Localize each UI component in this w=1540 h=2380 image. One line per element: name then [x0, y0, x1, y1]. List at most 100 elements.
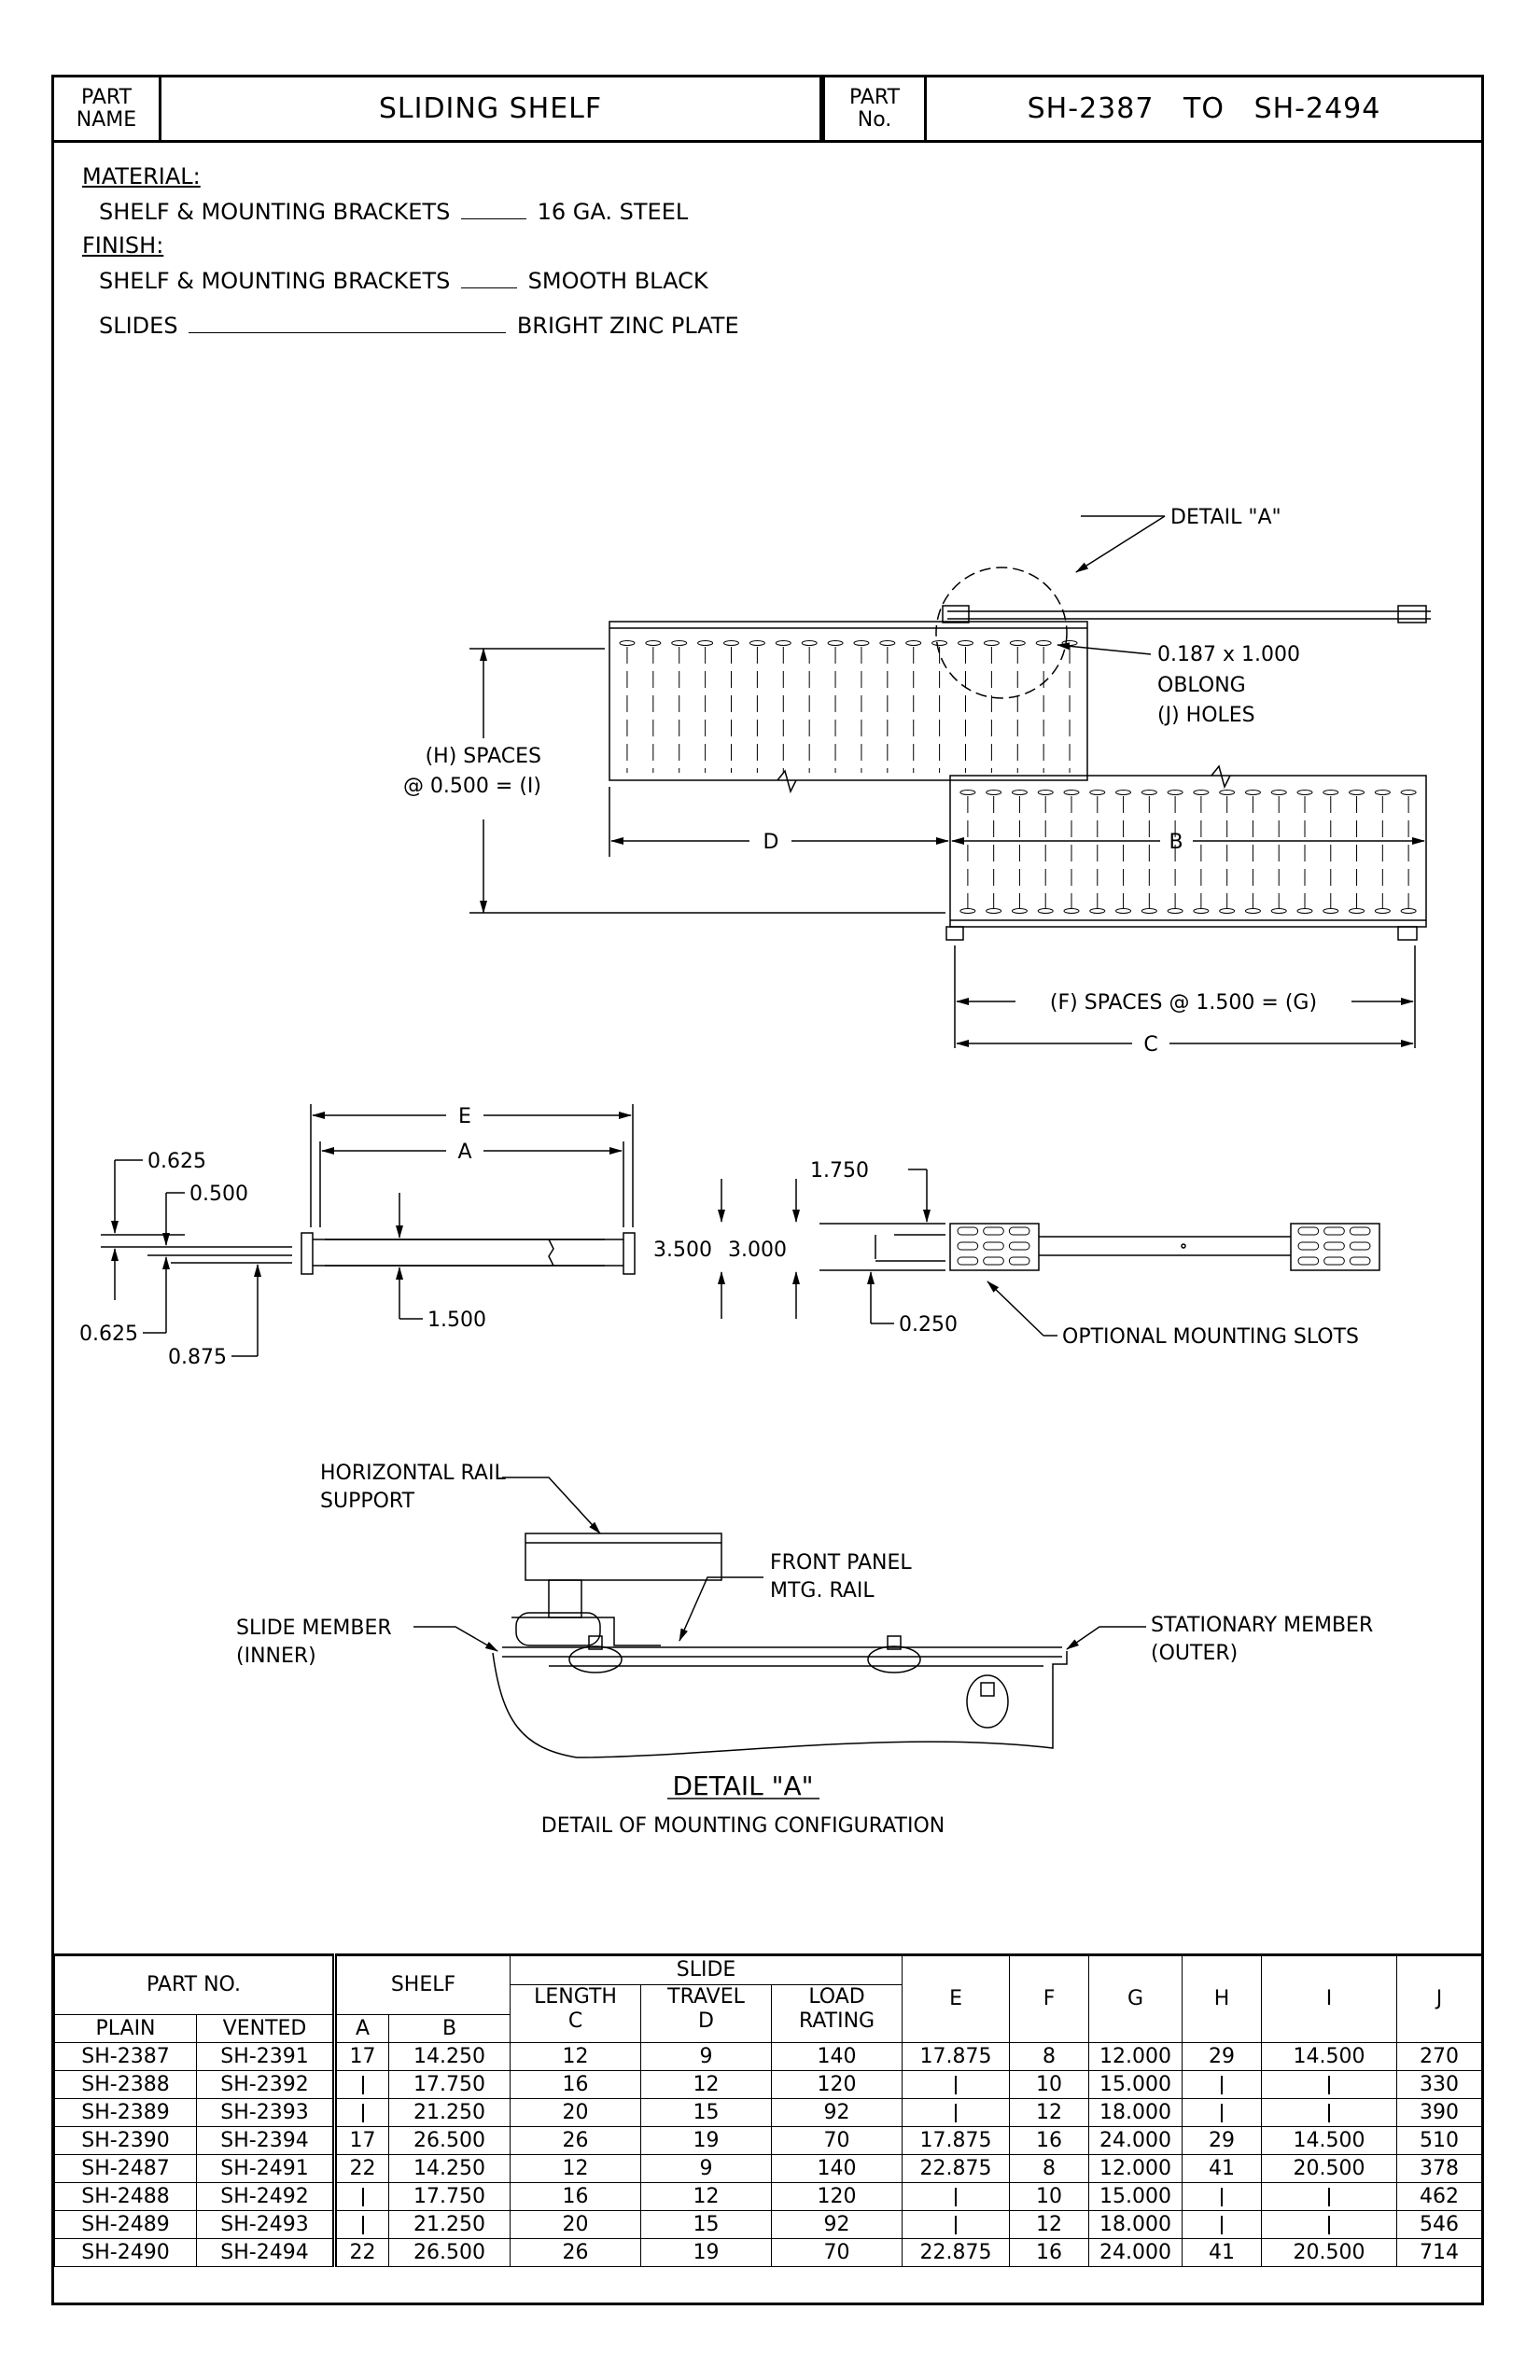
- table-cell-load: 92: [771, 2210, 903, 2239]
- oblong-hole: [958, 640, 973, 646]
- finish-line-2: SLIDES BRIGHT ZINC PLATE: [99, 313, 739, 339]
- part-number-range-text: SH-2387 TO SH-2494: [1027, 92, 1381, 125]
- table-cell-load: 92: [771, 2098, 903, 2127]
- table-cell-d: 12: [640, 2070, 773, 2099]
- h-spaces-label: (H) SPACES: [426, 745, 541, 768]
- oblong-hole: [1037, 790, 1054, 795]
- finish-line-1: SHELF & MOUNTING BRACKETS SMOOTH BLACK: [99, 268, 708, 294]
- part-name-label: PART NAME: [54, 77, 161, 140]
- break-mark: [1211, 764, 1231, 790]
- oblong-hole: [1296, 908, 1313, 914]
- dim-0875: 0.875: [168, 1346, 227, 1369]
- oblong-hole: [853, 640, 870, 646]
- mounting-slot: [1323, 1241, 1345, 1251]
- repeat-mark: [1221, 2103, 1224, 2122]
- table-cell-vented: SH-2492: [196, 2182, 335, 2211]
- header-i: I: [1261, 1954, 1398, 2043]
- oblong-hole: [1089, 908, 1106, 914]
- oblong-hole: [1167, 790, 1183, 795]
- table-cell-plain: SH-2488: [54, 2182, 197, 2211]
- finish-item-2: SLIDES: [99, 313, 178, 339]
- table-cell-b: 21.250: [387, 2210, 511, 2239]
- table-cell-c: 20: [510, 2098, 642, 2127]
- oblong-hole: [827, 640, 844, 646]
- table-cell-c: 26: [510, 2126, 642, 2155]
- oblong-hole: [1009, 640, 1026, 646]
- repeat-mark: [361, 2215, 364, 2234]
- table-cell-e: [902, 2070, 1011, 2099]
- table-cell-e: 22.875: [902, 2154, 1011, 2183]
- header-b: B: [387, 2014, 511, 2043]
- table-cell-f: 10: [1009, 2070, 1090, 2099]
- table-cell-i: [1261, 2182, 1398, 2211]
- oblong-hole: [1270, 790, 1287, 795]
- oblong-hole: [959, 790, 976, 795]
- material-line: SHELF & MOUNTING BRACKETS 16 GA. STEEL: [99, 199, 688, 225]
- table-cell-d: 9: [640, 2042, 773, 2071]
- mounting-bracket-right: [1290, 1223, 1380, 1271]
- mounting-slot: [1297, 1241, 1320, 1251]
- table-cell-a: [332, 2070, 389, 2099]
- part-no-label-text: PART No.: [848, 85, 901, 132]
- repeat-mark: [361, 2103, 364, 2122]
- oblong-hole: [1167, 908, 1183, 914]
- table-cell-vented: SH-2391: [196, 2042, 335, 2071]
- front-panel-label-2: MTG. RAIL: [770, 1579, 875, 1603]
- stationary-member-label-1: STATIONARY MEMBER: [1151, 1614, 1373, 1637]
- oblong-hole: [1219, 790, 1236, 795]
- slide-clip: [515, 1612, 601, 1646]
- oblong-hole: [723, 640, 739, 646]
- table-cell-i: [1261, 2070, 1398, 2099]
- table-cell-h: 41: [1182, 2238, 1263, 2267]
- table-cell-d: 19: [640, 2126, 773, 2155]
- oblong-hole: [959, 908, 976, 914]
- mounting-slot: [983, 1226, 1004, 1236]
- repeat-mark: [955, 2103, 958, 2122]
- table-cell-j: 510: [1396, 2126, 1483, 2155]
- leader-line: [1057, 642, 1152, 655]
- detail-a-view: [413, 1477, 1146, 1799]
- hole-note-count: (J) HOLES: [1157, 704, 1255, 727]
- repeat-mark: [1221, 2187, 1224, 2206]
- material-value: 16 GA. STEEL: [537, 199, 689, 225]
- oblong-hole: [1063, 790, 1080, 795]
- oblong-hole: [986, 790, 1002, 795]
- oblong-hole: [1219, 908, 1236, 914]
- table-cell-vented: SH-2491: [196, 2154, 335, 2183]
- leader-line: [1075, 515, 1166, 573]
- oblong-hole: [1244, 790, 1261, 795]
- rail-support-label-2: SUPPORT: [320, 1490, 415, 1513]
- table-cell-b: 17.750: [387, 2070, 511, 2099]
- table-cell-j: 714: [1396, 2238, 1483, 2267]
- header-travel-text: TRAVEL: [667, 1985, 745, 2009]
- table-cell-b: 26.500: [387, 2126, 511, 2155]
- oblong-hole: [1400, 908, 1417, 914]
- mounting-slot: [957, 1226, 979, 1236]
- oblong-hole: [1374, 790, 1391, 795]
- oblong-hole: [697, 640, 714, 646]
- header-length-text: LENGTH: [534, 1985, 617, 2009]
- table-cell-e: [902, 2210, 1011, 2239]
- oblong-hole: [1011, 790, 1028, 795]
- mounting-slot: [1323, 1226, 1345, 1236]
- table-cell-h: 29: [1182, 2042, 1263, 2071]
- table-cell-a: 17: [332, 2042, 389, 2071]
- table-cell-vented: SH-2394: [196, 2126, 335, 2155]
- table-cell-c: 26: [510, 2238, 642, 2267]
- nut: [887, 1635, 902, 1650]
- front-panel-label-1: FRONT PANEL: [770, 1551, 912, 1575]
- detail-a-callout: DETAIL "A": [1170, 506, 1281, 529]
- part-number-range: SH-2387 TO SH-2494: [927, 77, 1481, 140]
- oblong-hole: [775, 640, 791, 646]
- mounting-slot: [1349, 1241, 1371, 1251]
- table-cell-g: 12.000: [1088, 2042, 1183, 2071]
- header-h: H: [1182, 1954, 1263, 2043]
- table-cell-load: 120: [771, 2182, 903, 2211]
